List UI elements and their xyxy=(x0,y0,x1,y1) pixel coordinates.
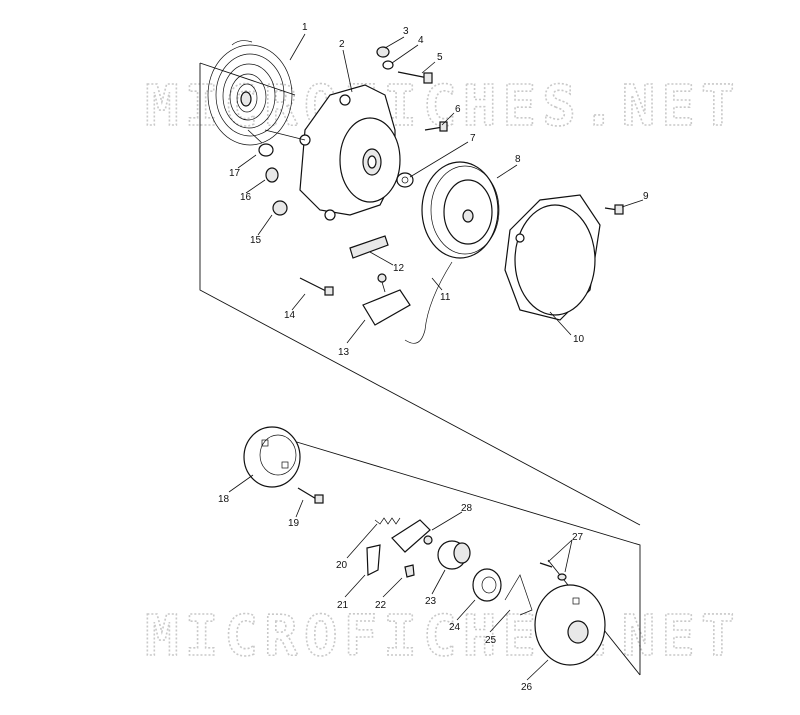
callout-9: 9 xyxy=(643,191,649,202)
pin-22 xyxy=(404,564,415,578)
callout-26: 26 xyxy=(521,682,533,693)
callout-17: 17 xyxy=(229,168,241,179)
bushing-15 xyxy=(272,200,288,216)
callout-22: 22 xyxy=(375,600,387,611)
callout-24: 24 xyxy=(449,622,461,633)
callout-2: 2 xyxy=(339,39,345,50)
callout-labels: 1 2 3 4 5 6 7 8 9 10 11 12 13 14 15 16 1… xyxy=(218,22,649,693)
screw-27 xyxy=(539,562,567,581)
seal-7 xyxy=(396,172,414,188)
recoil-spring-1 xyxy=(207,40,293,146)
callout-4: 4 xyxy=(418,35,424,46)
bolt-5 xyxy=(397,71,433,84)
callout-10: 10 xyxy=(573,334,585,345)
bolt-6 xyxy=(424,121,448,132)
pawl-assembly-28 xyxy=(391,519,433,553)
drum-23 xyxy=(437,540,471,570)
callout-21: 21 xyxy=(337,600,349,611)
callout-7: 7 xyxy=(470,133,476,144)
nut-3 xyxy=(376,46,390,58)
wire-spring-25 xyxy=(504,574,533,616)
plate-26 xyxy=(534,584,606,666)
callout-15: 15 xyxy=(250,235,262,246)
upper-frame-lines xyxy=(199,62,641,526)
fitting-16 xyxy=(265,167,279,183)
callout-25: 25 xyxy=(485,635,497,646)
bolt-9 xyxy=(604,204,624,215)
housing-2 xyxy=(299,84,401,221)
washer-24 xyxy=(472,568,502,602)
callout-20: 20 xyxy=(336,560,348,571)
pawl-12 xyxy=(349,235,389,259)
callout-16: 16 xyxy=(240,192,252,203)
callout-6: 6 xyxy=(455,104,461,115)
callout-27: 27 xyxy=(572,532,584,543)
ratchet-housing-18 xyxy=(243,426,301,488)
spring-20 xyxy=(374,517,401,525)
watermark-bottom: MICROFICHES.NET xyxy=(145,604,741,669)
callout-23: 23 xyxy=(425,596,437,607)
callout-18: 18 xyxy=(218,494,230,505)
washer-4 xyxy=(382,60,394,70)
callout-3: 3 xyxy=(403,26,409,37)
callout-14: 14 xyxy=(284,310,296,321)
bolt-19 xyxy=(297,487,324,504)
callout-28: 28 xyxy=(461,503,473,514)
pulley-8 xyxy=(421,161,500,259)
leader-lines xyxy=(228,33,644,681)
callout-8: 8 xyxy=(515,154,521,165)
lever-21 xyxy=(366,544,381,576)
callout-5: 5 xyxy=(437,52,443,63)
washer-17 xyxy=(258,143,274,157)
cover-10 xyxy=(504,194,601,321)
callout-13: 13 xyxy=(338,347,350,358)
callout-11: 11 xyxy=(440,292,451,303)
handle-13 xyxy=(362,273,411,326)
starter-rope-11 xyxy=(404,261,453,344)
callout-12: 12 xyxy=(393,263,405,274)
bolt-14 xyxy=(299,277,334,296)
callout-1: 1 xyxy=(302,22,308,33)
callout-19: 19 xyxy=(288,518,300,529)
